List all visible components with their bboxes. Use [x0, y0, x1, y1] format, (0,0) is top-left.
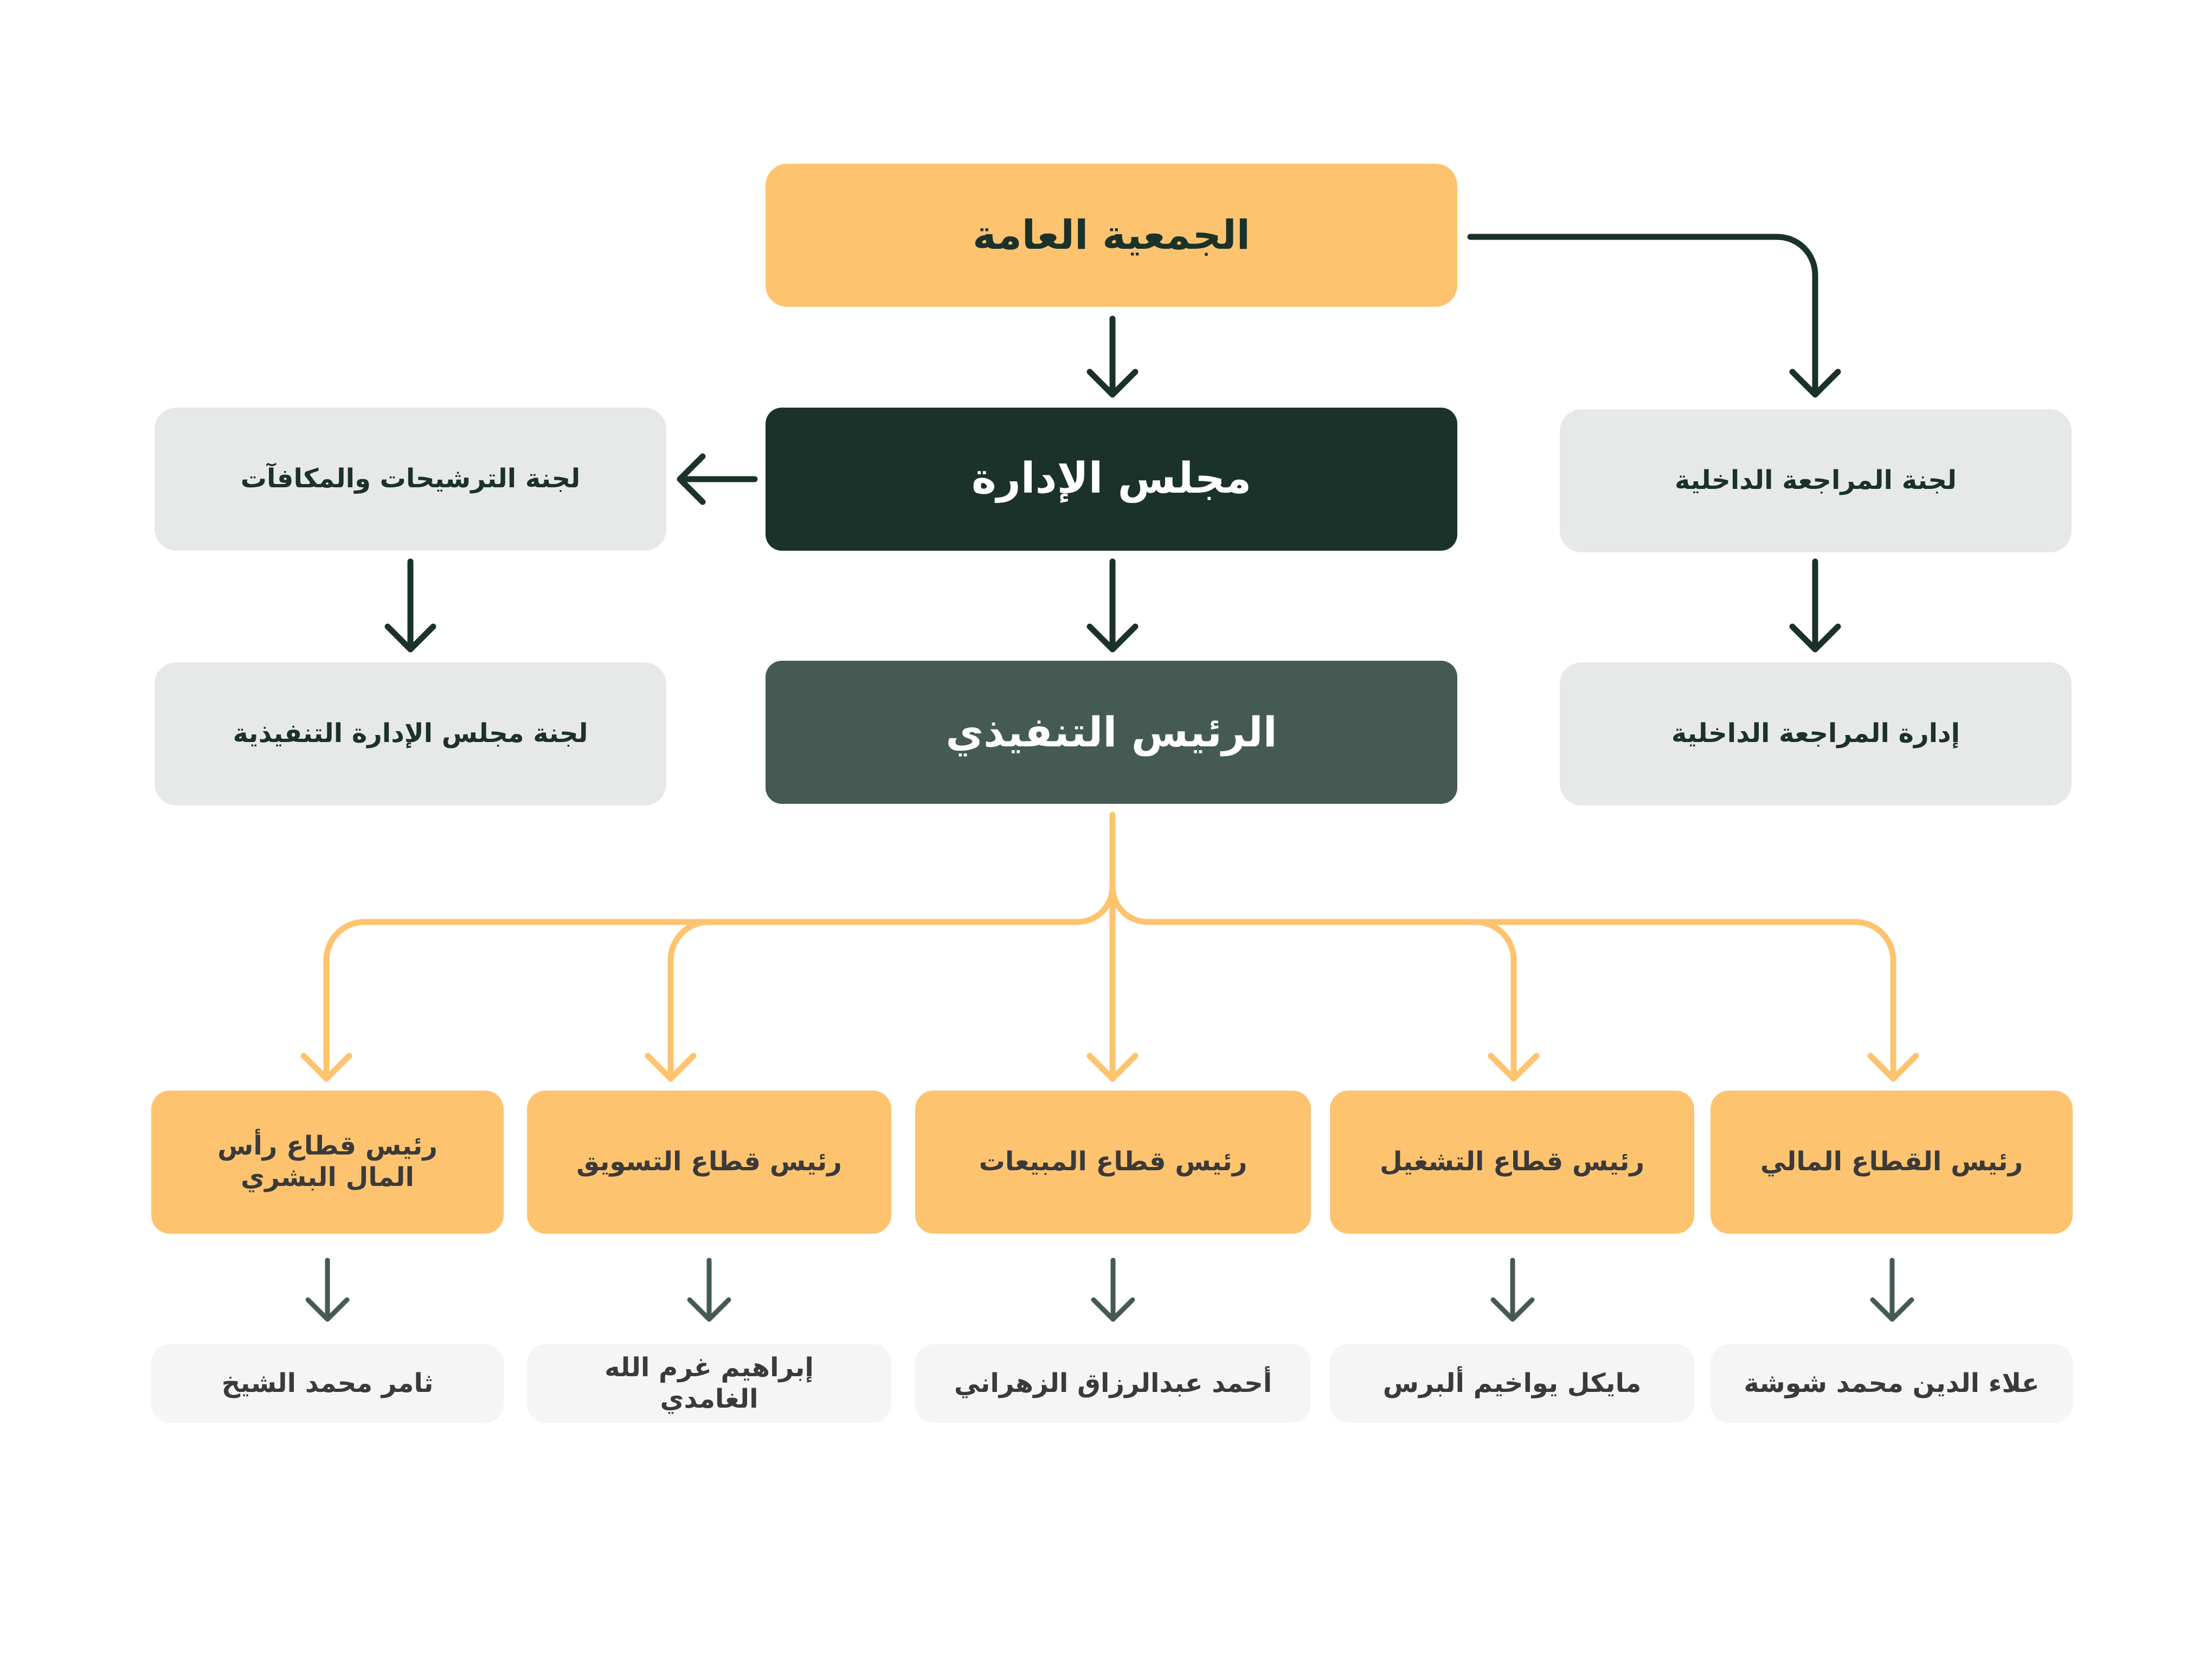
- branch-sector-sales: [1086, 884, 1139, 1082]
- arrow-assembly-to-audit-committee: [1467, 234, 1841, 398]
- person-name: ثامر محمد الشيخ: [221, 1368, 434, 1398]
- person-name: أحمد عبدالرزاق الزهراني: [954, 1368, 1272, 1398]
- sector-box-finance: رئيس القطاع المالي: [1711, 1091, 2073, 1234]
- arrow-person-sales: [1091, 1258, 1135, 1322]
- audit-committee-label: لجنة المراجعة الداخلية: [1674, 465, 1957, 496]
- sector-title: رئيس قطاع التسويق: [576, 1146, 842, 1177]
- nominations-committee-box: لجنة الترشيحات والمكافآت: [155, 408, 666, 551]
- general-assembly-label: الجمعية العامة: [972, 211, 1251, 259]
- sector-box-marketing: رئيس قطاع التسويق: [527, 1091, 891, 1234]
- sector-title: رئيس القطاع المالي: [1760, 1146, 2023, 1177]
- sector-box-operations: رئيس قطاع التشغيل: [1330, 1091, 1694, 1234]
- internal-audit-box: إدارة المراجعة الداخلية: [1560, 662, 2072, 805]
- arrow-person-marketing: [687, 1258, 731, 1322]
- executive-committee-label: لجنة مجلس الإدارة التنفيذية: [233, 718, 588, 749]
- person-box-operations: مايكل يواخيم ألبرس: [1330, 1344, 1694, 1423]
- person-box-finance: علاء الدين محمد شوشة: [1711, 1344, 2073, 1423]
- arrow-audit-to-internal: [1789, 558, 1841, 653]
- sector-title: رئيس قطاع التشغيل: [1380, 1146, 1644, 1177]
- person-box-hr: ثامر محمد الشيخ: [151, 1344, 504, 1423]
- ceo-box: الرئيس التنفيذي: [766, 661, 1457, 804]
- arrow-person-hr: [305, 1258, 350, 1322]
- internal-audit-label: إدارة المراجعة الداخلية: [1671, 718, 1960, 749]
- branch-sector-finance-stem: [1472, 919, 1540, 1082]
- sector-box-hr: رئيس قطاع رأس المال البشري: [151, 1091, 504, 1234]
- sector-box-sales: رئيس قطاع المبيعات: [915, 1091, 1311, 1234]
- arrow-person-finance: [1870, 1258, 1914, 1322]
- person-name: مايكل يواخيم ألبرس: [1382, 1368, 1642, 1398]
- arrow-board-to-ceo: [1086, 558, 1139, 653]
- arrow-nominations-to-executive: [384, 558, 436, 653]
- general-assembly-box: الجمعية العامة: [766, 164, 1457, 307]
- board-box: مجلس الإدارة: [766, 408, 1457, 551]
- board-label: مجلس الإدارة: [971, 454, 1252, 504]
- person-name: إبراهيم غرم الله الغامدي: [605, 1352, 814, 1414]
- audit-committee-box: لجنة المراجعة الداخلية: [1560, 409, 2072, 552]
- arrow-assembly-to-board: [1086, 315, 1139, 398]
- branch-sector-hr: [300, 884, 1116, 1082]
- executive-committee-box: لجنة مجلس الإدارة التنفيذية: [155, 662, 666, 805]
- arrow-board-to-nominations: [677, 453, 758, 505]
- nominations-committee-label: لجنة الترشيحات والمكافآت: [240, 463, 581, 494]
- person-name: علاء الدين محمد شوشة: [1744, 1368, 2040, 1398]
- person-box-sales: أحمد عبدالرزاق الزهراني: [915, 1344, 1311, 1423]
- sector-title: رئيس قطاع المبيعات: [979, 1146, 1248, 1177]
- ceo-label: الرئيس التنفيذي: [946, 708, 1277, 757]
- arrow-person-operations: [1490, 1258, 1535, 1322]
- sector-title: رئيس قطاع رأس المال البشري: [217, 1131, 438, 1192]
- branch-sector-marketing: [645, 919, 712, 1082]
- person-box-marketing: إبراهيم غرم الله الغامدي: [527, 1344, 891, 1423]
- branch-sector-operations: [1109, 884, 1919, 1082]
